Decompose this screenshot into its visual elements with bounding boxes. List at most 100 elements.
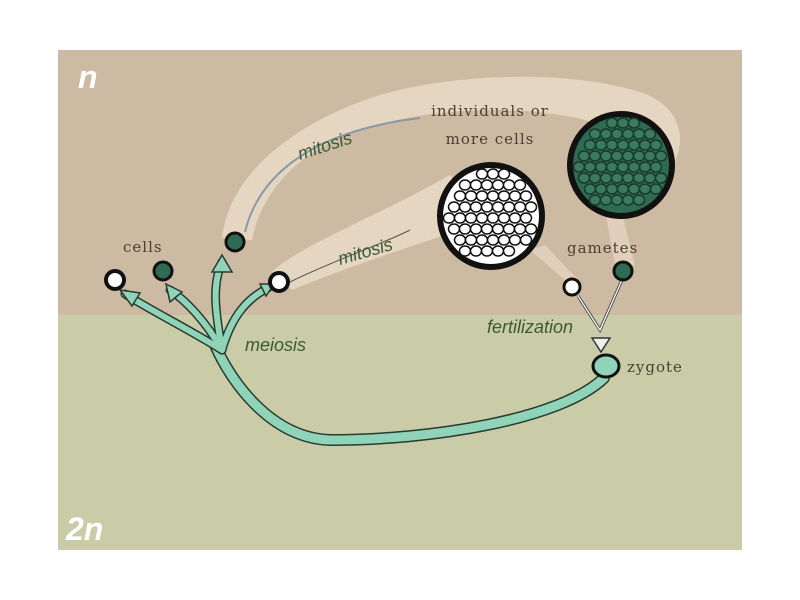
inner-cell xyxy=(638,139,652,151)
haploid-cell-dark xyxy=(152,260,174,282)
inner-cell xyxy=(610,150,624,162)
inner-cell xyxy=(638,183,652,195)
inner-cell xyxy=(594,139,608,151)
multicellular-dark xyxy=(567,111,675,219)
inner-cell xyxy=(643,150,657,162)
inner-cell xyxy=(577,172,591,184)
inner-cell xyxy=(475,212,489,224)
inner-cell xyxy=(588,128,602,140)
inner-cell xyxy=(513,223,527,235)
inner-cell xyxy=(453,212,467,224)
inner-cell xyxy=(486,190,500,202)
inner-cell xyxy=(513,179,527,191)
inner-cell xyxy=(577,150,591,162)
haploid-cell-white xyxy=(268,271,290,293)
inner-cell xyxy=(519,190,533,202)
inner-cell xyxy=(643,172,657,184)
inner-cell xyxy=(458,223,472,235)
inner-cell xyxy=(583,161,597,173)
inner-cell xyxy=(524,201,538,213)
inner-cell xyxy=(649,139,663,151)
inner-cell xyxy=(616,139,630,151)
inner-cell xyxy=(458,245,472,257)
inner-cell xyxy=(605,161,619,173)
inner-cell xyxy=(588,150,602,162)
inner-cell xyxy=(599,128,613,140)
inner-cell xyxy=(447,201,461,213)
inner-cell xyxy=(605,183,619,195)
inner-cell xyxy=(627,161,641,173)
inner-cell xyxy=(610,172,624,184)
inner-cell xyxy=(469,223,483,235)
mitosis-band-lower xyxy=(272,175,470,290)
inner-cell xyxy=(643,128,657,140)
inner-cell xyxy=(464,234,478,246)
inner-cell xyxy=(621,172,635,184)
inner-cell xyxy=(508,234,522,246)
individuals-label-line1: individuals or xyxy=(431,102,549,120)
inner-cell xyxy=(605,139,619,151)
inner-cell xyxy=(502,179,516,191)
inner-cell xyxy=(491,179,505,191)
inner-cell xyxy=(588,194,602,206)
inner-cell xyxy=(491,223,505,235)
inner-cell xyxy=(464,212,478,224)
inner-cell xyxy=(497,212,511,224)
inner-cell xyxy=(583,183,597,195)
inner-cell xyxy=(469,201,483,213)
mitosis-arrow-lower-line xyxy=(289,229,411,283)
inner-cell xyxy=(616,161,630,173)
inner-cell xyxy=(654,172,668,184)
inner-cell xyxy=(458,201,472,213)
inner-cell xyxy=(594,183,608,195)
inner-cell xyxy=(508,212,522,224)
inner-cell xyxy=(497,190,511,202)
inner-cell xyxy=(621,128,635,140)
inner-cell xyxy=(502,223,516,235)
inner-cell xyxy=(627,139,641,151)
inner-cell xyxy=(475,234,489,246)
inner-cell xyxy=(480,201,494,213)
inner-cell xyxy=(453,190,467,202)
inner-cell xyxy=(632,172,646,184)
inner-cell xyxy=(480,179,494,191)
inner-cell xyxy=(588,172,602,184)
gametes-label: gametes xyxy=(567,239,638,257)
inner-cell xyxy=(524,223,538,235)
meiosis-arrows xyxy=(118,253,610,447)
gamete-band xyxy=(530,205,635,282)
inner-cell xyxy=(502,201,516,213)
fertilization-label: fertilization xyxy=(487,317,573,337)
inner-cell xyxy=(475,190,489,202)
cells-label: cells xyxy=(123,238,163,256)
inner-cell xyxy=(599,172,613,184)
inner-cell xyxy=(616,117,630,129)
inner-cell xyxy=(519,234,533,246)
multicellular-white xyxy=(437,162,545,270)
inner-cell xyxy=(497,168,511,180)
haploid-cell-white xyxy=(104,269,126,291)
inner-cell xyxy=(572,161,586,173)
inner-cell xyxy=(632,128,646,140)
inner-cell xyxy=(480,245,494,257)
inner-cell xyxy=(654,150,668,162)
inner-cell xyxy=(621,194,635,206)
inner-cell xyxy=(599,194,613,206)
inner-cell xyxy=(491,201,505,213)
inner-cell xyxy=(616,183,630,195)
inner-cell xyxy=(513,201,527,213)
fertilization-arrowhead xyxy=(590,337,612,354)
inner-cell xyxy=(497,234,511,246)
gamete-white xyxy=(562,277,582,297)
inner-cell xyxy=(605,117,619,129)
haploid-label: n xyxy=(78,59,98,95)
inner-cell xyxy=(508,190,522,202)
inner-cell xyxy=(480,223,494,235)
inner-cell xyxy=(594,161,608,173)
inner-cell xyxy=(442,212,456,224)
diploid-label: 2n xyxy=(65,511,103,547)
zygote-label: zygote xyxy=(627,358,683,376)
inner-cell xyxy=(649,161,663,173)
inner-cell xyxy=(453,234,467,246)
